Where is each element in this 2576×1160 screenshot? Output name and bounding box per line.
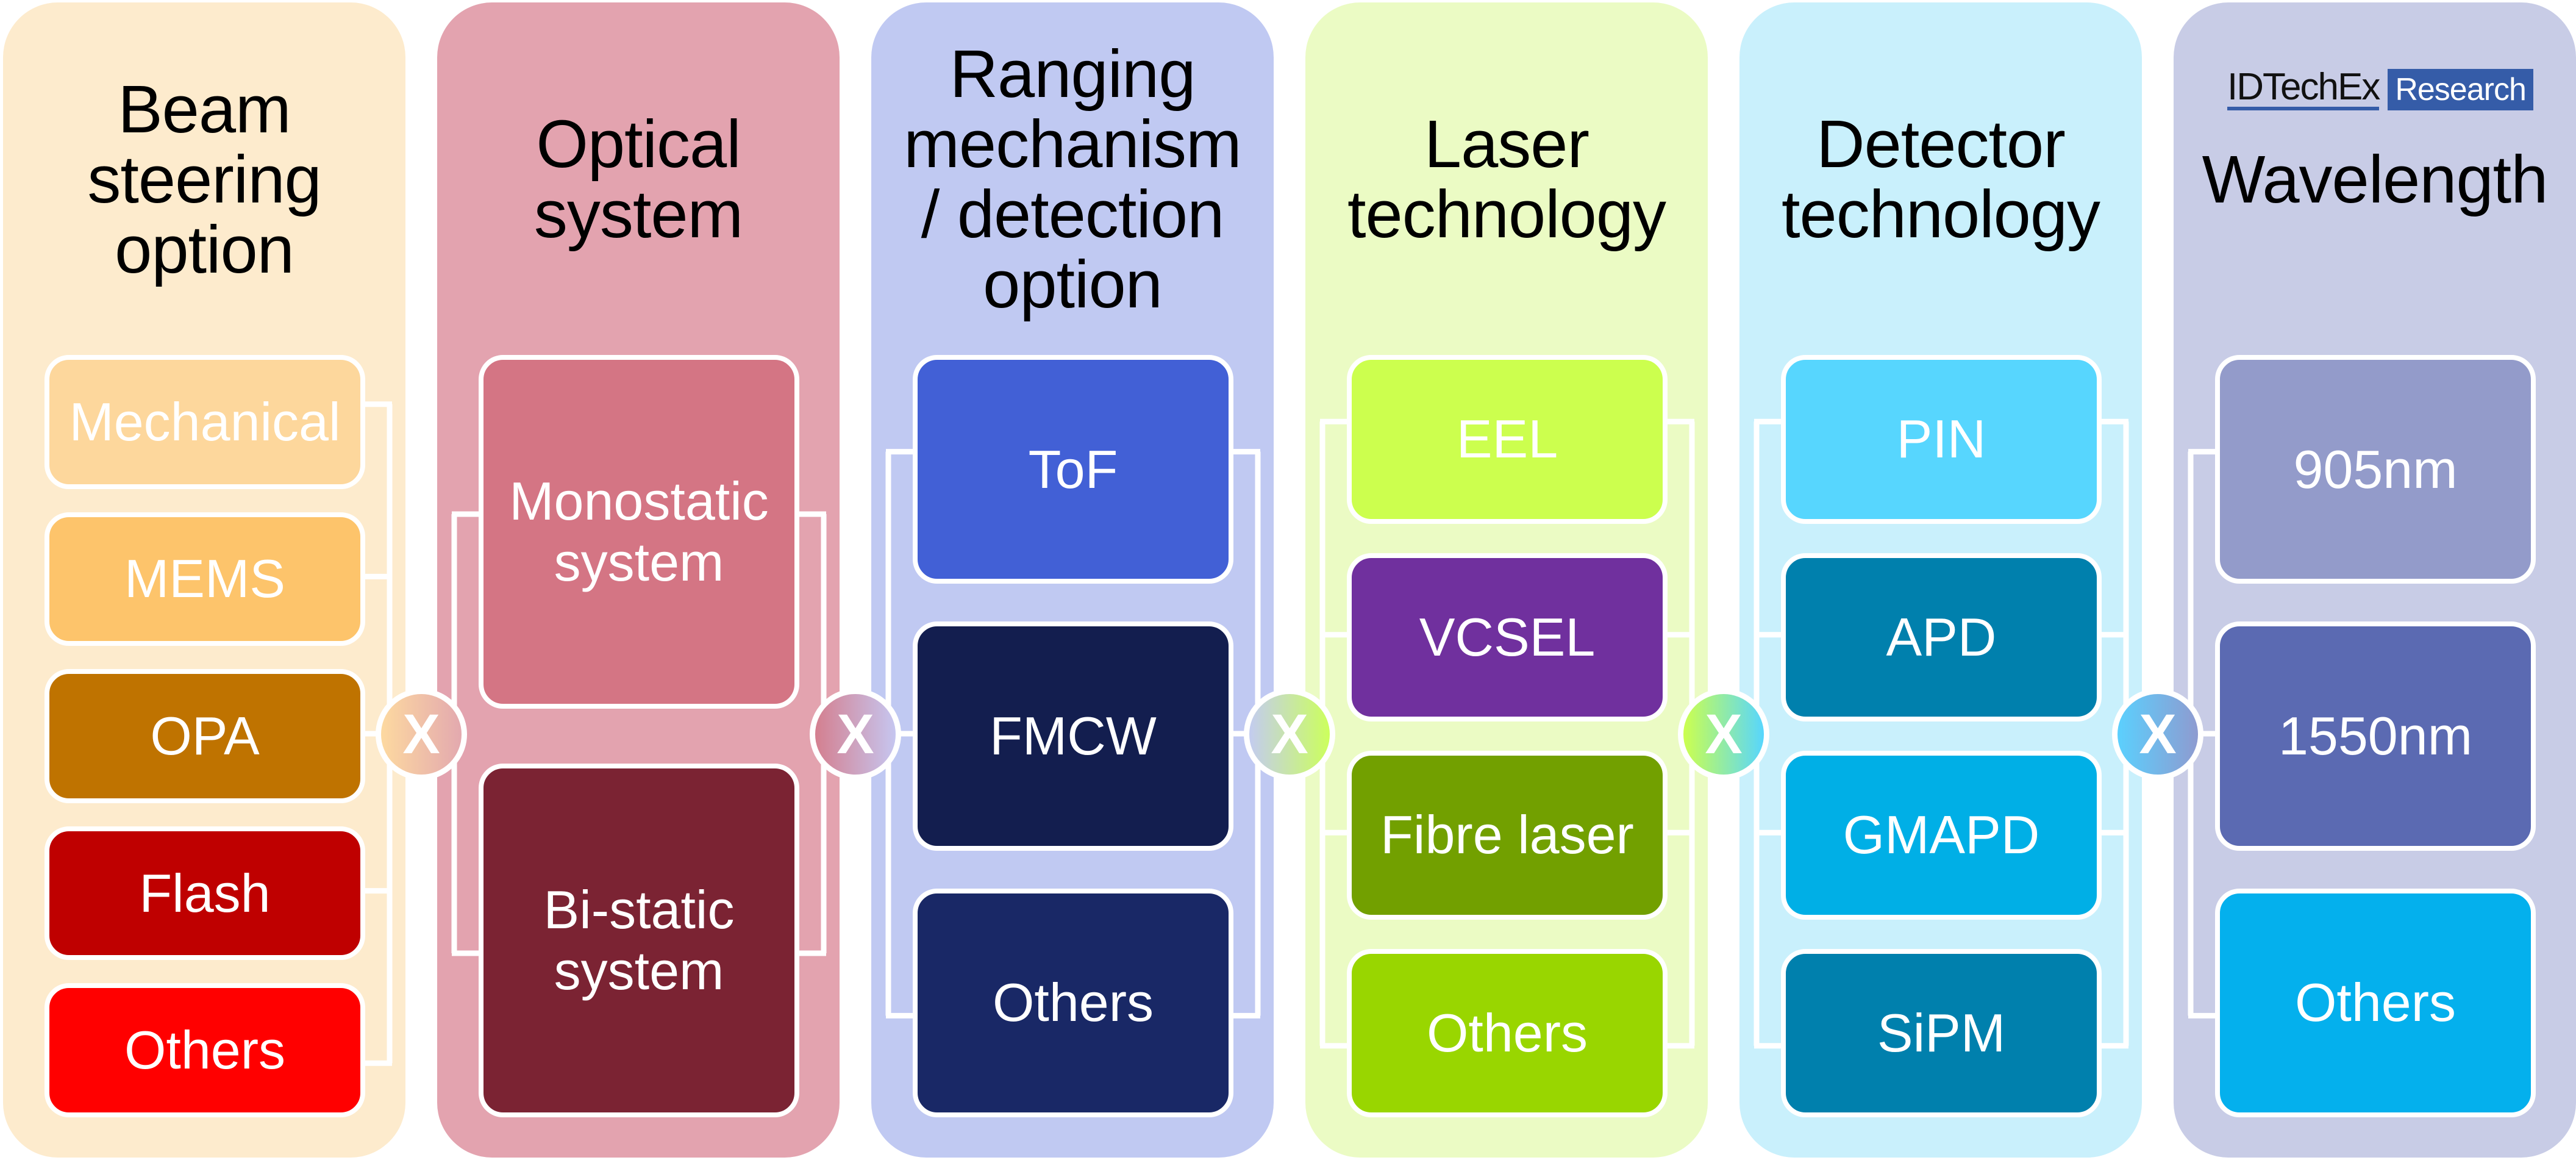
column-title: Optical system: [533, 107, 743, 252]
option-box-fmcw: FMCW: [913, 621, 1233, 851]
option-label: Monostatic system: [509, 471, 769, 592]
column-title: Laser technology: [1347, 107, 1666, 252]
idtechex-logo: IDTechEx Research: [2227, 68, 2533, 111]
option-label: Flash: [139, 862, 271, 923]
option-box-vcsel: VCSEL: [1347, 553, 1668, 721]
logo-research-tag: Research: [2388, 69, 2533, 110]
column-detector-technology: Detector technology PIN APD GMAPD SiPM: [1739, 2, 2142, 1158]
option-box-905nm: 905nm: [2215, 355, 2536, 584]
option-label: Mechanical: [69, 391, 341, 452]
option-box-fibre-laser: Fibre laser: [1347, 751, 1668, 920]
multiply-operator-icon: X: [810, 689, 901, 780]
option-box-others: Others: [1347, 948, 1668, 1117]
option-box-sipm: SiPM: [1781, 948, 2102, 1117]
option-label: 1550nm: [2278, 705, 2472, 766]
option-label: MEMS: [124, 548, 285, 609]
column-title: Beam steering option: [87, 71, 321, 287]
option-box-mems: MEMS: [45, 512, 365, 646]
logo-wordmark: IDTechEx: [2227, 68, 2380, 110]
column-beam-steering: Beam steering option Mechanical MEMS OPA…: [3, 2, 405, 1158]
option-box-bistatic: Bi-static system: [479, 764, 799, 1117]
column-title: Wavelength: [2202, 141, 2549, 217]
option-label: OPA: [150, 705, 260, 766]
option-label: PIN: [1896, 409, 1986, 470]
column-wavelength: IDTechEx Research Wavelength 905nm 1550n…: [2174, 2, 2576, 1158]
option-box-apd: APD: [1781, 553, 2102, 721]
option-label: GMAPD: [1843, 804, 2040, 865]
column-title: Ranging mechanism / detection option: [904, 37, 1241, 322]
multiply-operator-icon: X: [376, 689, 467, 780]
option-box-gmapd: GMAPD: [1781, 751, 2102, 920]
option-box-others: Others: [913, 888, 1233, 1117]
option-box-mechanical: Mechanical: [45, 355, 365, 489]
option-box-others: Others: [45, 983, 365, 1117]
option-box-opa: OPA: [45, 669, 365, 803]
option-label: SiPM: [1877, 1002, 2006, 1063]
option-box-1550nm: 1550nm: [2215, 621, 2536, 851]
option-box-monostatic: Monostatic system: [479, 355, 799, 709]
multiply-operator-icon: X: [2112, 689, 2203, 780]
option-label: FMCW: [990, 705, 1157, 766]
option-box-tof: ToF: [913, 355, 1233, 584]
multiply-operator-icon: X: [1244, 689, 1335, 780]
option-box-pin: PIN: [1781, 355, 2102, 524]
column-optical-system: Optical system Monostatic system Bi-stat…: [437, 2, 840, 1158]
option-label: EEL: [1456, 409, 1558, 470]
option-box-eel: EEL: [1347, 355, 1668, 524]
option-label: Others: [124, 1020, 286, 1081]
option-label: APD: [1886, 606, 1997, 667]
option-label: Others: [992, 972, 1154, 1033]
option-label: Others: [1426, 1002, 1588, 1063]
option-box-others: Others: [2215, 888, 2536, 1117]
option-label: Bi-static system: [543, 879, 735, 1001]
option-label: VCSEL: [1419, 606, 1596, 667]
column-ranging-mechanism: Ranging mechanism / detection option ToF…: [871, 2, 1274, 1158]
option-label: ToF: [1028, 439, 1118, 499]
option-label: 905nm: [2293, 439, 2458, 499]
option-label: Others: [2294, 972, 2456, 1033]
option-label: Fibre laser: [1380, 804, 1634, 865]
column-laser-technology: Laser technology EEL VCSEL Fibre laser O…: [1305, 2, 1708, 1158]
option-box-flash: Flash: [45, 826, 365, 961]
multiply-operator-icon: X: [1678, 689, 1769, 780]
column-title: Detector technology: [1781, 107, 2100, 252]
